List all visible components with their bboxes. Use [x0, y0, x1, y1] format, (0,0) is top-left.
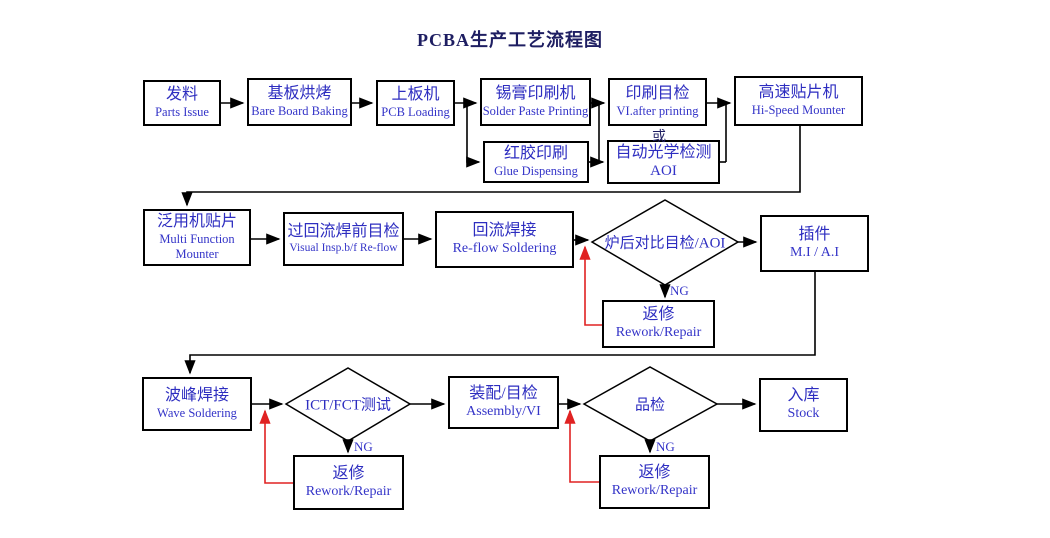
node-multi-function-mounter-zh: 泛用机贴片 — [156, 213, 237, 231]
node-stock-en: Stock — [787, 406, 820, 422]
node-bare-board-baking-zh: 基板烘烤 — [267, 85, 332, 103]
node-wave-soldering-zh: 波峰焊接 — [164, 387, 229, 405]
or-label: 或 — [652, 130, 666, 145]
node-hi-speed-mounter-zh: 高速贴片机 — [758, 84, 839, 102]
node-reflow-soldering: 回流焊接 Re-flow Soldering — [435, 211, 574, 268]
arrow-loading-glue — [466, 103, 481, 168]
node-stock: 入库 Stock — [759, 378, 848, 432]
feedback-rework-reflow — [579, 245, 602, 326]
node-aoi-en: AOI — [650, 162, 677, 179]
node-visual-insp-before-reflow-en: Visual Insp.b/f Re-flow — [289, 241, 398, 254]
node-rework-reflow-zh: 返修 — [642, 306, 675, 324]
node-solder-paste-printing-zh: 锡膏印刷机 — [495, 85, 576, 103]
node-vi-after-printing: 印刷目检 VI.after printing — [608, 78, 707, 126]
node-rework-ict-zh: 返修 — [332, 464, 365, 482]
node-parts-issue: 发料 Parts Issue — [143, 80, 221, 126]
node-rework-qc: 返修 Rework/Repair — [599, 455, 710, 509]
node-solder-paste-printing-en: Solder Paste Printing — [482, 104, 589, 119]
arrow-insertion-wavesoldering — [184, 272, 816, 375]
decision-ict-fct-label: ICT/FCT测试 — [305, 397, 391, 414]
node-glue-dispensing: 红胶印刷 Glue Dispensing — [483, 141, 589, 183]
node-vi-after-printing-en: VI.after printing — [616, 104, 699, 119]
node-vi-after-printing-zh: 印刷目检 — [625, 85, 690, 103]
node-bare-board-baking-en: Bare Board Baking — [251, 104, 348, 119]
node-aoi-zh: 自动光学检测 — [615, 143, 712, 161]
node-pcb-loading-en: PCB Loading — [381, 105, 450, 120]
feedback-rework-wave — [259, 409, 293, 484]
page-title: PCBA生产工艺流程图 — [417, 30, 603, 50]
arrow-hispeed-multifunction — [181, 126, 801, 207]
node-hi-speed-mounter-en: Hi-Speed Mounter — [751, 103, 846, 118]
node-parts-issue-en: Parts Issue — [155, 105, 209, 120]
node-assembly-vi: 装配/目检 Assembly/VI — [448, 376, 559, 429]
node-rework-qc-zh: 返修 — [638, 464, 671, 482]
decision-quality-check-label: 品检 — [634, 397, 666, 414]
node-wave-soldering: 波峰焊接 Wave Soldering — [142, 377, 252, 431]
node-rework-qc-en: Rework/Repair — [611, 483, 698, 499]
node-rework-reflow-en: Rework/Repair — [615, 325, 702, 341]
node-insertion-zh: 插件 — [798, 225, 831, 243]
feedback-rework-assembly — [564, 409, 599, 483]
node-multi-function-mounter-en: Multi Function Mounter — [159, 232, 235, 261]
node-multi-function-mounter: 泛用机贴片 Multi Function Mounter — [143, 209, 251, 266]
node-visual-insp-before-reflow-zh: 过回流焊前目检 — [287, 222, 400, 240]
node-pcb-loading-zh: 上板机 — [391, 86, 440, 104]
decision-post-oven-check-label: 炉后对比目检/AOI — [604, 235, 726, 252]
node-parts-issue-zh: 发料 — [165, 86, 198, 104]
node-rework-ict: 返修 Rework/Repair — [293, 455, 404, 510]
node-solder-paste-printing: 锡膏印刷机 Solder Paste Printing — [480, 78, 591, 126]
node-hi-speed-mounter: 高速贴片机 Hi-Speed Mounter — [734, 76, 863, 126]
node-stock-zh: 入库 — [787, 387, 820, 405]
node-pcb-loading: 上板机 PCB Loading — [376, 80, 455, 126]
node-aoi: 自动光学检测 AOI — [607, 140, 720, 184]
ng-label-ictfct: NG — [354, 439, 373, 454]
node-insertion-en: M.I / A.I — [790, 244, 839, 260]
node-visual-insp-before-reflow: 过回流焊前目检 Visual Insp.b/f Re-flow — [283, 212, 404, 266]
node-glue-dispensing-en: Glue Dispensing — [494, 164, 578, 179]
node-reflow-soldering-en: Re-flow Soldering — [452, 240, 557, 256]
node-reflow-soldering-zh: 回流焊接 — [472, 221, 537, 239]
node-assembly-vi-zh: 装配/目检 — [469, 384, 538, 402]
ng-label-postoven: NG — [670, 283, 689, 298]
node-wave-soldering-en: Wave Soldering — [157, 406, 237, 421]
node-rework-ict-en: Rework/Repair — [305, 483, 392, 499]
node-insertion: 插件 M.I / A.I — [760, 215, 869, 272]
node-rework-reflow: 返修 Rework/Repair — [602, 300, 715, 348]
node-bare-board-baking: 基板烘烤 Bare Board Baking — [247, 78, 352, 126]
ng-label-qc: NG — [656, 439, 675, 454]
node-glue-dispensing-zh: 红胶印刷 — [503, 145, 568, 163]
node-assembly-vi-en: Assembly/VI — [466, 403, 541, 419]
